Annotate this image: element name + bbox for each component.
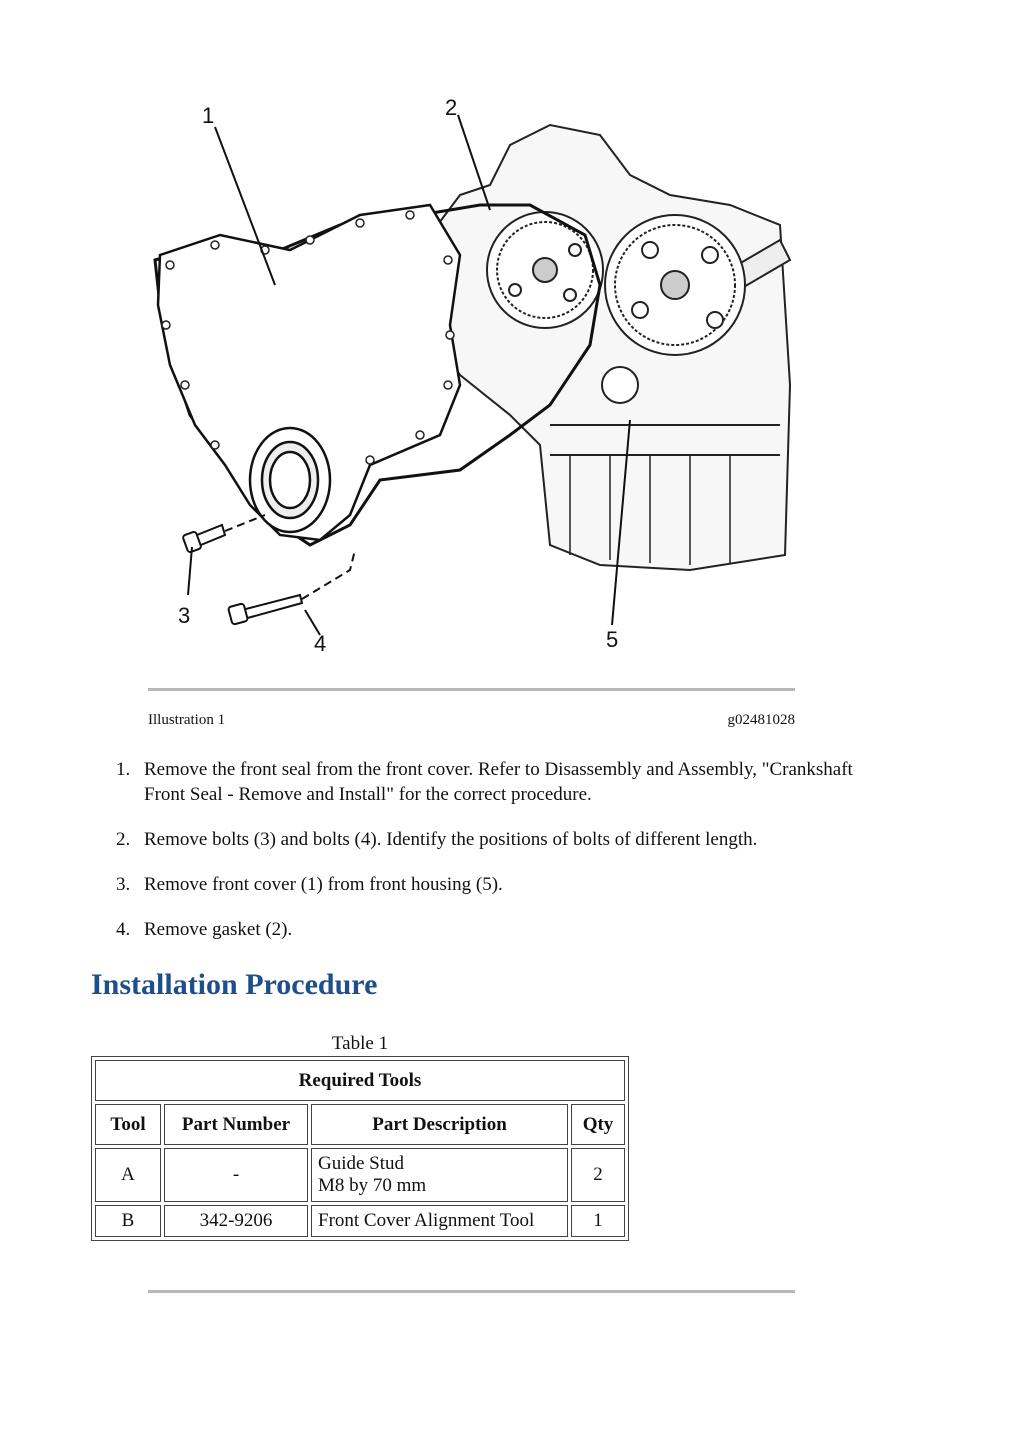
column-header-part-number: Part Number (164, 1104, 308, 1145)
required-tools-table: Required Tools Tool Part Number Part Des… (91, 1056, 629, 1241)
table-row: B 342-9206 Front Cover Alignment Tool 1 (95, 1205, 625, 1237)
callout-1: 1 (202, 103, 214, 128)
column-header-tool: Tool (95, 1104, 161, 1145)
front-cover-drawing: 1 2 3 4 5 (153, 95, 792, 656)
step-text: Remove gasket (2). (144, 919, 293, 940)
cell-part-number: 342-9206 (164, 1205, 308, 1237)
crank-gear (486, 211, 604, 329)
callout-5: 5 (606, 627, 618, 652)
cell-tool: A (95, 1148, 161, 1202)
step-text: Remove front cover (1) from front housin… (144, 874, 503, 895)
illustration-label: Illustration 1 (148, 712, 226, 728)
long-bolt (227, 549, 356, 626)
column-header-qty: Qty (571, 1104, 625, 1145)
step-number: 4. (116, 919, 131, 940)
table-header-row: Tool Part Number Part Description Qty (95, 1104, 625, 1145)
cell-part-number: - (164, 1148, 308, 1202)
cell-part-description: Guide Stud M8 by 70 mm (311, 1148, 568, 1202)
table-title: Required Tools (95, 1060, 625, 1101)
table-title-row: Required Tools (95, 1060, 625, 1101)
exploded-view-illustration: 1 2 3 4 5 (130, 85, 810, 665)
callout-3: 3 (178, 603, 190, 628)
bottom-divider (148, 1290, 795, 1293)
step-text: Remove the front seal from the front cov… (144, 759, 853, 805)
illustration-id: g02481028 (727, 712, 796, 728)
step-number: 3. (116, 874, 131, 895)
callout-4: 4 (314, 631, 326, 656)
callout-leaders (187, 114, 631, 636)
section-heading: Installation Procedure (91, 968, 378, 1001)
table-caption: Table 1 (331, 1033, 389, 1054)
cell-qty: 1 (571, 1205, 625, 1237)
short-bolt (182, 514, 266, 554)
description-line: Guide Stud (318, 1153, 405, 1174)
front-seal (248, 426, 332, 534)
step-number: 1. (116, 759, 131, 780)
top-divider (148, 688, 795, 691)
list-item: 4. Remove gasket (2). (110, 917, 870, 942)
cell-part-description: Front Cover Alignment Tool (311, 1205, 568, 1237)
front-cover (156, 203, 462, 542)
list-item: 1. Remove the front seal from the front … (110, 757, 870, 807)
description-line: Front Cover Alignment Tool (318, 1210, 535, 1231)
cell-tool: B (95, 1205, 161, 1237)
cam-gear (601, 214, 746, 404)
cover-bolt-holes (161, 210, 455, 465)
list-item: 3. Remove front cover (1) from front hou… (110, 872, 870, 897)
step-number: 2. (116, 829, 131, 850)
description-line: M8 by 70 mm (318, 1175, 427, 1196)
column-header-part-description: Part Description (311, 1104, 568, 1145)
step-text: Remove bolts (3) and bolts (4). Identify… (144, 829, 758, 850)
cell-qty: 2 (571, 1148, 625, 1202)
list-item: 2. Remove bolts (3) and bolts (4). Ident… (110, 827, 870, 852)
callout-2: 2 (445, 95, 457, 120)
removal-steps: 1. Remove the front seal from the front … (110, 757, 870, 962)
table-row: A - Guide Stud M8 by 70 mm 2 (95, 1148, 625, 1202)
